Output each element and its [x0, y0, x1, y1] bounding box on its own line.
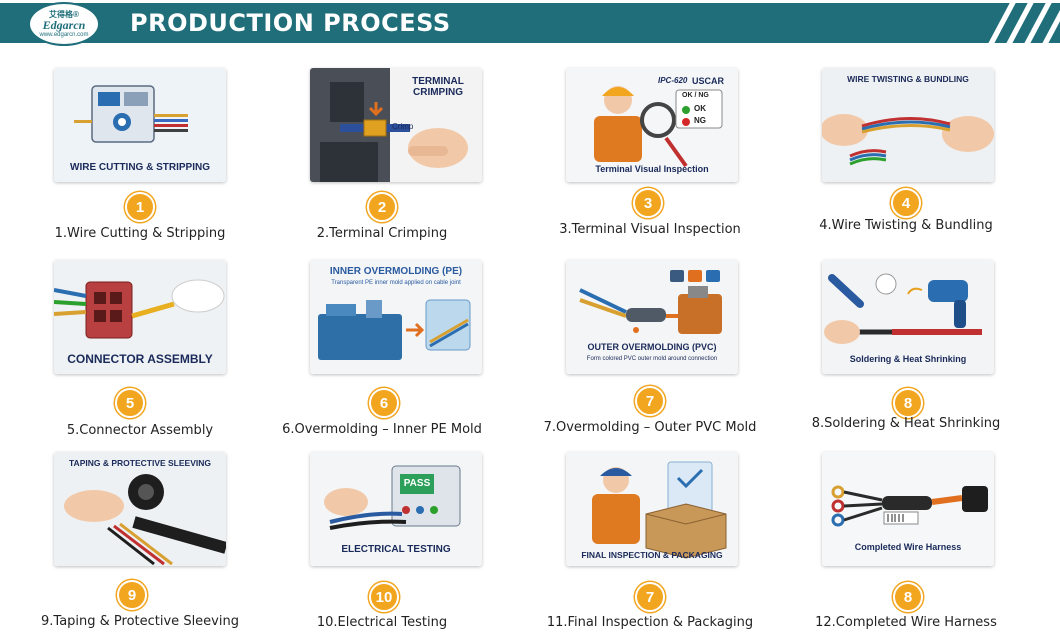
step-image-card: PASS ELECTRICAL TESTING — [310, 452, 482, 566]
banner-background — [0, 3, 1060, 43]
process-step-6: INNER OVERMOLDING (PE) Transparent PE in… — [262, 260, 502, 460]
step-number-badge: 3 — [633, 188, 663, 218]
card-caption: Terminal Visual Inspection — [595, 164, 709, 174]
card-subtitle: Transparent PE inner mold applied on cab… — [331, 280, 461, 286]
wire-cutting-machine-icon — [54, 68, 226, 182]
process-step-9: TAPING & PROTECTIVE SLEEVING 9 9.Taping … — [20, 452, 260, 641]
ok-ng-text: OK / NG — [682, 92, 709, 99]
logo-cn-text: 艾得格® — [49, 9, 79, 19]
step-number-badge: 4 — [891, 188, 921, 218]
process-step-12: Completed Wire Harness 8 12.Completed Wi… — [786, 452, 1026, 641]
step-number-badge: 6 — [369, 388, 399, 418]
process-step-3: IPC-620 USCAR OK / NG OK NG Terminal Vis… — [530, 68, 770, 268]
card-title: TAPING & PROTECTIVE SLEEVING — [69, 458, 211, 468]
step-image-card: OUTER OVERMOLDING (PVC) Form colored PVC… — [566, 260, 738, 374]
step-number-badge: 9 — [117, 580, 147, 610]
step-image-card: IPC-620 USCAR OK / NG OK NG Terminal Vis… — [566, 68, 738, 182]
card-caption: Completed Wire Harness — [854, 542, 962, 552]
wire-harness-icon — [822, 452, 994, 566]
step-image-card: Completed Wire Harness — [822, 452, 994, 566]
step-number-badge: 5 — [115, 388, 145, 418]
step-image-card: INNER OVERMOLDING (PE) Transparent PE in… — [310, 260, 482, 374]
process-step-1: WIRE CUTTING & STRIPPING 1 1.Wire Cuttin… — [20, 68, 260, 268]
crimping-press-icon — [310, 68, 482, 182]
process-step-8: Soldering & Heat Shrinking 8 8.Soldering… — [786, 260, 1026, 460]
step-number-badge: 7 — [635, 582, 665, 612]
inspector-icon — [566, 68, 738, 182]
process-step-7: OUTER OVERMOLDING (PVC) Form colored PVC… — [530, 260, 770, 460]
card-caption: ELECTRICAL TESTING — [341, 544, 451, 555]
card-caption: WIRE CUTTING & STRIPPING — [70, 162, 210, 173]
tape-roll-icon — [54, 452, 226, 566]
card-caption: OUTER OVERMOLDING (PVC) — [587, 342, 717, 352]
logo-url-text: www.edgarcn.com — [39, 31, 89, 38]
header-banner: 艾得格® Edgarcn www.edgarcn.com PRODUCTION … — [0, 0, 1060, 48]
step-label: 6.Overmolding – Inner PE Mold — [282, 422, 482, 437]
step-image-card: FINAL INSPECTION & PACKAGING — [566, 452, 738, 566]
step-label: 2.Terminal Crimping — [316, 226, 448, 241]
card-tag-uscar: USCAR — [692, 76, 725, 86]
card-caption: Soldering & Heat Shrinking — [849, 354, 967, 364]
step-label: 10.Electrical Testing — [316, 615, 448, 630]
step-label: 8.Soldering & Heat Shrinking — [811, 416, 1001, 431]
step-number-badge: 10 — [369, 582, 399, 612]
step-image-card: Soldering & Heat Shrinking — [822, 260, 994, 374]
outer-mold-icon — [566, 260, 738, 374]
connector-icon — [54, 260, 226, 374]
step-label: 5.Connector Assembly — [66, 423, 214, 438]
process-step-10: PASS ELECTRICAL TESTING 10 10.Electrical… — [262, 452, 502, 641]
tester-icon — [310, 452, 482, 566]
heat-gun-icon — [822, 260, 994, 374]
step-number-badge: 8 — [893, 582, 923, 612]
process-step-11: FINAL INSPECTION & PACKAGING 7 11.Final … — [530, 452, 770, 641]
logo-brand-text: Edgarcn — [42, 17, 86, 32]
tester-screen-text: PASS — [403, 478, 431, 489]
card-caption: CONNECTOR ASSEMBLY — [67, 352, 213, 366]
card-title: TERMINAL CRIMPING — [412, 76, 464, 98]
injection-machine-icon — [310, 260, 482, 374]
card-caption: FINAL INSPECTION & PACKAGING — [581, 550, 723, 560]
process-step-5: CONNECTOR ASSEMBLY 5 5.Connector Assembl… — [20, 260, 260, 460]
step-image-card: TERMINAL CRIMPING Crimp — [310, 68, 482, 182]
step-number-badge: 1 — [125, 192, 155, 222]
step-image-card: WIRE CUTTING & STRIPPING — [54, 68, 226, 182]
step-label: 9.Taping & Protective Sleeving — [41, 614, 239, 629]
step-label: 7.Overmolding – Outer PVC Mold — [543, 420, 757, 435]
company-logo: 艾得格® Edgarcn www.edgarcn.com — [28, 2, 100, 46]
step-image-card: WIRE TWISTING & BUNDLING — [822, 68, 994, 182]
process-step-2: TERMINAL CRIMPING Crimp 2 2.Terminal Cri… — [262, 68, 502, 268]
card-subtitle: Crimp — [392, 122, 414, 131]
ok-text: OK — [694, 104, 706, 113]
step-label: 3.Terminal Visual Inspection — [559, 222, 741, 237]
step-number-badge: 2 — [367, 192, 397, 222]
banner-stripes-decoration — [970, 3, 1060, 43]
step-number-badge: 8 — [893, 388, 923, 418]
step-label: 1.Wire Cutting & Stripping — [54, 226, 226, 241]
step-number-badge: 7 — [635, 386, 665, 416]
packaging-box-icon — [566, 452, 738, 566]
process-step-4: WIRE TWISTING & BUNDLING 4 4.Wire Twisti… — [786, 68, 1026, 268]
step-image-card: TAPING & PROTECTIVE SLEEVING — [54, 452, 226, 566]
card-title: WIRE TWISTING & BUNDLING — [847, 74, 969, 84]
card-subtitle: Form colored PVC outer mold around conne… — [586, 356, 718, 362]
page-title: PRODUCTION PROCESS — [130, 9, 451, 37]
step-label: 12.Completed Wire Harness — [815, 615, 997, 630]
step-label: 11.Final Inspection & Packaging — [546, 615, 754, 630]
ng-text: NG — [694, 116, 706, 125]
step-image-card: CONNECTOR ASSEMBLY — [54, 260, 226, 374]
twisting-hands-icon — [822, 68, 994, 182]
step-label: 4.Wire Twisting & Bundling — [819, 218, 993, 233]
card-title: INNER OVERMOLDING (PE) — [329, 266, 463, 277]
card-tag-ipc: IPC-620 — [658, 76, 688, 85]
